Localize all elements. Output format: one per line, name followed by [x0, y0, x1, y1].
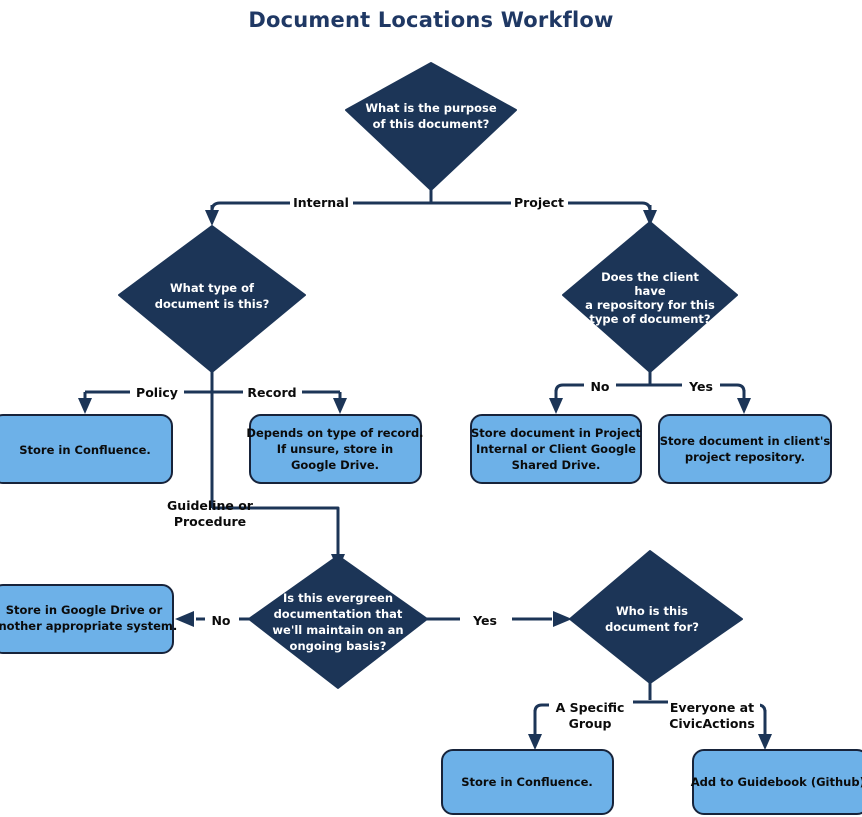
node-evergreen[interactable]: Is this evergreen documentation that we'… — [248, 555, 428, 689]
node-purpose-line1: What is the purpose — [365, 101, 496, 115]
node-evergreen-line1: Is this evergreen — [283, 591, 393, 605]
node-store-gdrive-other[interactable]: Store in Google Drive or another appropr… — [0, 584, 177, 654]
node-evergreen-line2: documentation that — [274, 607, 403, 621]
node-client-project-repo-shape — [658, 414, 832, 484]
label-pad-record — [243, 382, 302, 402]
node-store-gdrive-other-line2: another appropriate system. — [0, 619, 177, 633]
label-pad-client-no — [584, 375, 616, 395]
node-client-repo-line2: have — [634, 284, 665, 298]
node-add-guidebook-line1: Add to Guidebook (Github). — [691, 775, 862, 789]
node-client-repo-line4: type of document? — [589, 312, 710, 326]
node-depends-record[interactable]: Depends on type of record. If unsure, st… — [246, 414, 424, 484]
node-audience-shape — [569, 550, 743, 684]
node-store-confluence-group[interactable]: Store in Confluence. — [441, 749, 614, 815]
node-purpose-line2: of this document? — [373, 117, 490, 131]
node-evergreen-shape — [248, 555, 428, 689]
node-depends-record-line2: If unsure, store in — [277, 442, 393, 456]
node-evergreen-line4: ongoing basis? — [290, 639, 387, 653]
node-audience-line2: document for? — [605, 620, 699, 634]
arrowhead-everyone — [758, 734, 772, 750]
edge-label-client-no: No — [590, 379, 609, 394]
node-store-confluence-policy-line1: Store in Confluence. — [19, 443, 151, 457]
edge-label-group-line1: A Specific — [556, 700, 625, 715]
arrowhead-evergreen-yes — [553, 611, 572, 627]
node-purpose-shape — [345, 62, 517, 191]
node-store-confluence-group-line1: Store in Confluence. — [461, 775, 593, 789]
arrowhead-policy — [78, 398, 92, 414]
edge-label-guideline-line2: Procedure — [174, 514, 246, 529]
label-pad-evergreen-yes — [464, 608, 504, 630]
node-store-gdrive-other-shape — [0, 584, 174, 654]
edge-label-evergreen-yes: Yes — [472, 613, 497, 628]
node-depends-record-line1: Depends on type of record. — [246, 426, 423, 440]
node-client-project-repo-line1: Store document in client's — [660, 434, 831, 448]
node-add-guidebook-shape — [692, 749, 862, 815]
node-depends-record-shape — [249, 414, 422, 484]
page-title: Document Locations Workflow — [248, 8, 613, 32]
node-evergreen-line3: we'll maintain on an — [272, 623, 403, 637]
node-doc-type[interactable]: What type of document is this? — [118, 225, 306, 373]
arrowhead-project — [643, 210, 657, 226]
node-doc-type-shape — [118, 225, 306, 373]
edge-label-policy: Policy — [136, 385, 178, 400]
edge-label-evergreen-no: No — [211, 613, 230, 628]
arrowhead-record — [333, 398, 347, 414]
label-pad-group — [549, 696, 633, 732]
node-add-guidebook[interactable]: Add to Guidebook (Github). — [691, 749, 862, 815]
label-pad-policy — [130, 382, 184, 402]
edge-label-record: Record — [247, 385, 296, 400]
label-pad-internal — [290, 192, 353, 212]
node-project-internal-drive-line1: Store document in Project — [471, 426, 641, 440]
edge-label-group-line2: Group — [569, 716, 612, 731]
node-doc-type-line1: What type of — [170, 281, 255, 295]
edge-label-everyone-line2: CivicActions — [669, 716, 755, 731]
edge-clientrepo-split — [554, 383, 746, 393]
node-store-confluence-group-shape — [441, 749, 614, 815]
arrowhead-client-yes — [737, 398, 751, 414]
edge-label-guideline-line1: Guideline or — [167, 498, 254, 513]
node-audience[interactable]: Who is this document for? — [569, 550, 743, 684]
node-client-project-repo-line2: project repository. — [685, 450, 805, 464]
edge-label-project: Project — [514, 195, 564, 210]
node-purpose[interactable]: What is the purpose of this document? — [345, 62, 517, 191]
arrowhead-specific-group — [528, 734, 542, 750]
node-doc-type-line2: document is this? — [155, 297, 270, 311]
node-store-confluence-policy[interactable]: Store in Confluence. — [0, 414, 173, 484]
arrowhead-evergreen-no — [175, 611, 194, 627]
node-depends-record-line3: Google Drive. — [291, 458, 379, 472]
node-client-repo-shape — [562, 221, 738, 373]
node-store-gdrive-other-line1: Store in Google Drive or — [6, 603, 163, 617]
label-pad-project — [511, 192, 568, 212]
node-client-repo-line3: a repository for this — [585, 298, 715, 312]
node-project-internal-drive[interactable]: Store document in Project Internal or Cl… — [470, 414, 642, 484]
node-project-internal-drive-line2: Internal or Client Google — [476, 442, 636, 456]
node-audience-line1: Who is this — [616, 604, 688, 618]
label-pad-client-yes — [682, 375, 720, 395]
edge-guideline-to-evergreen — [212, 506, 340, 555]
edge-label-internal: Internal — [293, 195, 349, 210]
node-client-project-repo[interactable]: Store document in client's project repos… — [658, 414, 832, 484]
node-project-internal-drive-line3: Shared Drive. — [512, 458, 601, 472]
edge-label-everyone-line1: Everyone at — [670, 700, 754, 715]
label-pad-evergreen-no — [205, 608, 239, 630]
arrowhead-internal — [205, 210, 219, 226]
node-client-repo-line1: Does the client — [601, 270, 699, 284]
node-client-repo[interactable]: Does the client have a repository for th… — [562, 221, 738, 373]
edge-purpose-split — [210, 201, 652, 212]
node-store-confluence-policy-shape — [0, 414, 173, 484]
node-project-internal-drive-shape — [470, 414, 642, 484]
edge-label-client-yes: Yes — [688, 379, 713, 394]
edge-labels-layer: Internal Project Policy Record No Yes Gu… — [130, 192, 760, 732]
label-pad-everyone — [668, 696, 760, 732]
arrowhead-client-no — [549, 398, 563, 414]
